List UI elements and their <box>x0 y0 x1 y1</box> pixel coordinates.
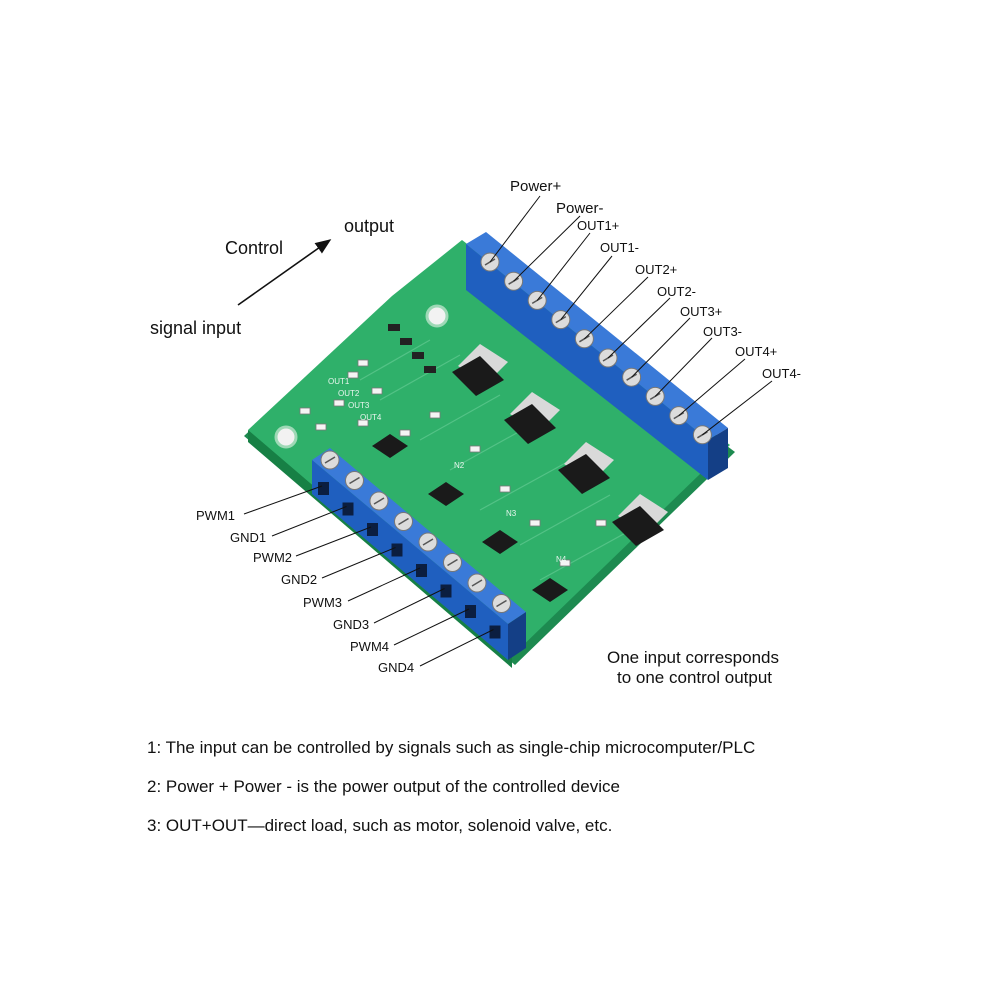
silk-out2: OUT2 <box>338 389 360 398</box>
pin-label-out1-minus: OUT1- <box>600 240 639 255</box>
mosfet-transistors <box>452 344 668 546</box>
leader-line <box>607 297 671 359</box>
pin-label-gnd4: GND4 <box>378 660 415 675</box>
wire-slot <box>465 605 476 618</box>
pin-label-pwm2: PWM2 <box>253 550 292 565</box>
screw-terminal[interactable] <box>492 594 511 613</box>
silk-out1: OUT1 <box>328 377 350 386</box>
input-terminal-block <box>312 448 526 660</box>
screw-terminal[interactable] <box>467 573 487 593</box>
silk-n2: N2 <box>454 461 465 470</box>
wire-slot <box>489 625 501 639</box>
pin-label-power-plus: Power+ <box>510 178 562 195</box>
pin-label-power-minus: Power- <box>556 200 604 217</box>
screw-terminal[interactable] <box>320 450 340 470</box>
leader-line <box>536 232 591 301</box>
pin-label-out2-minus: OUT2- <box>657 284 696 299</box>
pin-label-gnd3: GND3 <box>333 617 370 632</box>
leader-line <box>243 485 323 515</box>
mounting-hole <box>425 304 449 328</box>
leader-line <box>419 629 494 667</box>
pin-label-pwm1: PWM1 <box>196 508 235 523</box>
pin-label-pwm3: PWM3 <box>303 595 342 610</box>
leader-line <box>678 358 746 416</box>
wire-slot <box>391 543 403 557</box>
wire-slot <box>367 523 378 536</box>
leader-line <box>321 547 396 579</box>
flow-arrow <box>237 239 332 306</box>
leader-line <box>373 588 445 624</box>
output-terminal-block <box>466 232 728 480</box>
leader-line <box>584 276 649 340</box>
leader-line <box>560 255 613 320</box>
leader-line <box>295 526 372 557</box>
flow-label-output: output <box>344 216 395 236</box>
pin-label-gnd2: GND2 <box>281 572 318 587</box>
screw-terminal[interactable] <box>369 491 389 511</box>
wire-slot <box>440 584 452 598</box>
pin-label-gnd1: GND1 <box>230 530 267 545</box>
silk-n3: N3 <box>506 509 517 518</box>
pin-label-out4-plus: OUT4+ <box>735 344 778 359</box>
leader-line <box>702 380 773 436</box>
silk-out4: OUT4 <box>360 413 382 422</box>
note-1: 1: The input can be controlled by signal… <box>147 738 756 757</box>
wire-slot <box>318 482 329 495</box>
screw-terminal[interactable] <box>443 553 462 572</box>
pin-label-out3-minus: OUT3- <box>703 324 742 339</box>
pin-label-out3-plus: OUT3+ <box>680 304 723 319</box>
caption-line-1: One input corresponds <box>607 648 779 667</box>
note-2: 2: Power + Power - is the power output o… <box>147 777 620 796</box>
leader-line <box>513 215 581 282</box>
silk-n4: N4 <box>556 555 567 564</box>
pin-label-out2-plus: OUT2+ <box>635 262 678 277</box>
silk-out3: OUT3 <box>348 401 370 410</box>
silkscreen: OUT1 OUT2 OUT3 OUT4 N2 N3 N4 <box>328 377 567 564</box>
diodes <box>388 324 436 373</box>
screw-terminal[interactable] <box>418 532 438 552</box>
wire-slot <box>416 564 427 577</box>
leader-line <box>271 506 347 537</box>
pin-label-pwm4: PWM4 <box>350 639 389 654</box>
mounting-hole <box>274 425 298 449</box>
leader-line <box>631 317 691 378</box>
smd-components <box>299 359 607 567</box>
screw-terminal[interactable] <box>345 471 364 490</box>
optocoupler-chips <box>372 434 568 602</box>
wire-slot <box>342 502 354 516</box>
pin-label-out4-minus: OUT4- <box>762 366 801 381</box>
pin-label-out1-plus: OUT1+ <box>577 218 620 233</box>
leader-line <box>654 337 713 397</box>
screw-terminal[interactable] <box>394 512 413 531</box>
flow-label-signal-input: signal input <box>150 318 242 338</box>
leader-line <box>489 195 541 263</box>
leader-line <box>393 608 470 646</box>
leader-line <box>347 567 421 602</box>
note-3: 3: OUT+OUT—direct load, such as motor, s… <box>147 816 613 835</box>
caption-line-2: to one control output <box>617 668 773 687</box>
flow-label-control: Control <box>225 238 284 258</box>
